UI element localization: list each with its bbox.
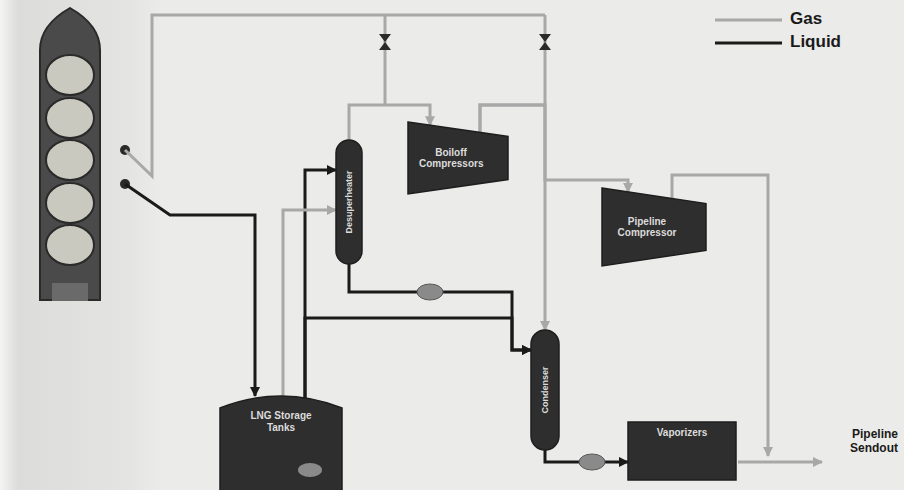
gas-line — [283, 210, 336, 396]
legend-label: Gas — [790, 9, 822, 29]
pump-symbol — [417, 284, 443, 300]
valve-symbol — [379, 34, 551, 50]
node-label: Condenser — [540, 366, 550, 413]
liquid-piping — [125, 184, 255, 396]
node-label: Pipeline Compressor — [614, 216, 680, 239]
liquid-line — [305, 170, 336, 398]
legend-line-sample — [715, 19, 782, 22]
pump-symbol — [579, 454, 605, 470]
desuperheater-vessel: Desuperheater — [336, 140, 362, 264]
storage-tank: LNG Storage Tanks — [220, 390, 342, 490]
liquid-line — [305, 318, 531, 398]
node-label: Vaporizers — [657, 427, 708, 439]
lng-ship — [40, 8, 130, 301]
compressor-shape: Pipeline Compressor — [602, 188, 706, 266]
sendout-label: Pipeline Sendout — [836, 427, 898, 456]
node-label: Boiloff Compressors — [419, 147, 483, 170]
legend-line-sample — [715, 42, 782, 45]
condenser-vessel: Condenser — [531, 330, 559, 450]
storage-tank-outline — [220, 390, 342, 490]
legend-label: Liquid — [790, 32, 841, 52]
gas-piping — [125, 15, 822, 462]
liquid-line — [349, 264, 531, 350]
node-label: Desuperheater — [344, 170, 354, 233]
node-label: LNG Storage Tanks — [244, 410, 318, 433]
compressor-shape: Boiloff Compressors — [408, 122, 508, 194]
vaporizer-box: Vaporizers — [628, 422, 736, 480]
